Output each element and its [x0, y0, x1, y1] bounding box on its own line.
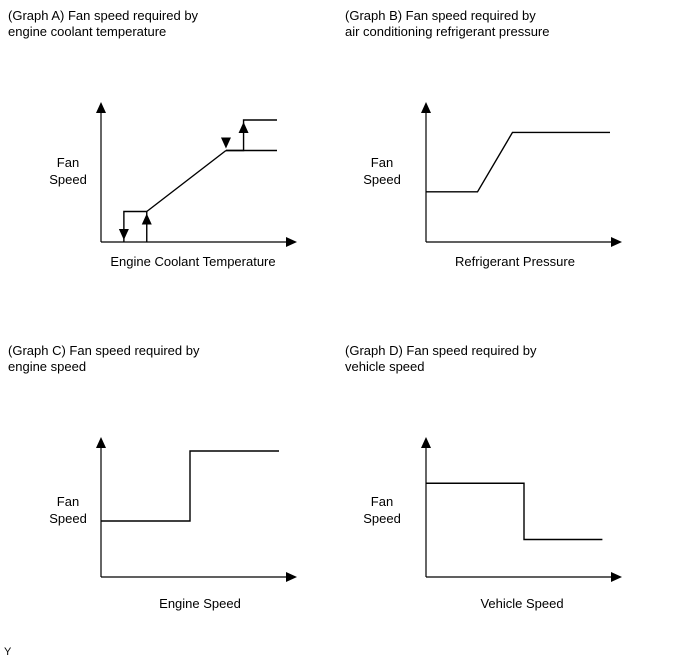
graph-c-series-line [101, 450, 279, 522]
graph-a-y-axis-arrow [96, 102, 106, 113]
graph-d-xlabel: Vehicle Speed [480, 596, 564, 611]
graph-d-ylabel: Fan Speed [363, 494, 401, 526]
graph-d-title: (Graph D) Fan speed required by vehicle … [345, 343, 537, 374]
graph-a-hysteresis-down-arrow [118, 229, 129, 240]
graph-b-ylabel: Fan Speed [363, 155, 401, 187]
figure-code: Y [4, 646, 12, 658]
graph-b-xlabel: Refrigerant Pressure [455, 254, 575, 269]
graph-b-series-line [426, 131, 610, 193]
graph-a-hysteresis-down-arrow [220, 137, 231, 149]
graph-a-hysteresis-up-arrow [238, 122, 249, 133]
graph-a-series-segment [146, 149, 227, 213]
graph-a-hysteresis-path [123, 210, 148, 242]
graph-b-x-axis-arrow [611, 237, 622, 247]
graph-a-x-axis-arrow [286, 237, 297, 247]
graph-a-hysteresis-path [225, 119, 277, 152]
graph-d-y-axis-arrow [421, 437, 431, 448]
graph-c-ylabel: Fan Speed [49, 494, 87, 526]
graph-d-x-axis-arrow [611, 572, 622, 582]
graph-d-series-line [426, 482, 603, 541]
graph-a-xlabel: Engine Coolant Temperature [110, 254, 276, 269]
graph-c-x-axis-arrow [286, 572, 297, 582]
graph-b-y-axis-arrow [421, 102, 431, 113]
graph-a-ylabel: Fan Speed [49, 155, 87, 187]
graph-c-xlabel: Engine Speed [159, 596, 241, 611]
graph-c-y-axis-arrow [96, 437, 106, 448]
graph-a-hysteresis-up-arrow [141, 213, 152, 225]
graph-b-title: (Graph B) Fan speed required by air cond… [345, 8, 550, 39]
graph-a-title: (Graph A) Fan speed required by engine c… [8, 8, 199, 39]
graph-c-title: (Graph C) Fan speed required by engine s… [8, 343, 200, 374]
